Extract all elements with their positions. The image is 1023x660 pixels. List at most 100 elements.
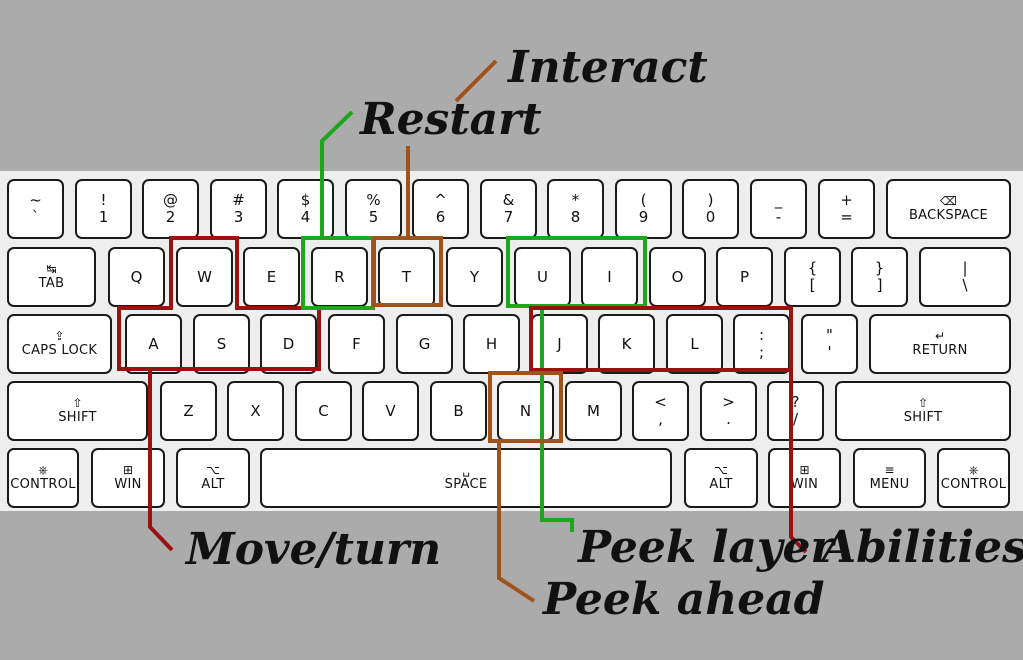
key-base-symbol: - xyxy=(775,208,782,226)
key-t[interactable]: T xyxy=(378,247,435,307)
key-1[interactable]: !1 xyxy=(75,179,132,239)
key-h[interactable]: H xyxy=(463,314,520,374)
key-label: WIN xyxy=(114,477,142,492)
restart-callout: Restart xyxy=(360,94,542,145)
key-minus[interactable]: _- xyxy=(750,179,807,239)
key-right-bracket[interactable]: }] xyxy=(851,247,908,307)
key-label: V xyxy=(385,401,396,420)
key-b[interactable]: B xyxy=(430,381,487,441)
key-base-symbol: ' xyxy=(827,343,832,361)
key-m[interactable]: M xyxy=(565,381,622,441)
key-label: N xyxy=(519,401,532,420)
key-label: C xyxy=(318,401,329,420)
key-quote[interactable]: "' xyxy=(801,314,858,374)
key-c[interactable]: C xyxy=(295,381,352,441)
key-4[interactable]: $4 xyxy=(277,179,334,239)
key-label: J xyxy=(557,334,562,353)
key-backslash[interactable]: |\ xyxy=(919,247,1011,307)
key-w[interactable]: W xyxy=(176,247,233,307)
key-label: CONTROL xyxy=(940,477,1007,492)
windows-icon: ⊞ xyxy=(122,463,134,477)
key-a[interactable]: A xyxy=(125,314,182,374)
key-space[interactable]: ␣SPACE xyxy=(260,448,672,508)
key-3[interactable]: #3 xyxy=(210,179,267,239)
key-label: SPACE xyxy=(444,477,488,492)
key-j[interactable]: J xyxy=(531,314,588,374)
key-shift-symbol: * xyxy=(571,191,580,209)
key-label: ALT xyxy=(201,477,225,492)
key-i[interactable]: I xyxy=(581,247,638,307)
windows-icon: ⊞ xyxy=(799,463,810,477)
key-label: I xyxy=(607,267,612,286)
key-base-symbol: ; xyxy=(758,343,765,361)
peek-ahead-callout: Peek ahead xyxy=(543,574,825,625)
key-slash[interactable]: ?/ xyxy=(767,381,824,441)
menu-icon: ≡ xyxy=(884,463,895,477)
alt-icon: ⌥ xyxy=(714,463,728,477)
key-5[interactable]: %5 xyxy=(345,179,402,239)
key-menu[interactable]: ≡MENU xyxy=(853,448,926,508)
key-g[interactable]: G xyxy=(396,314,453,374)
key-x[interactable]: X xyxy=(227,381,284,441)
key-shift-symbol: { xyxy=(807,259,818,277)
key-backspace[interactable]: ⌫BACKSPACE xyxy=(886,179,1011,239)
key-semicolon[interactable]: :; xyxy=(733,314,790,374)
key-return[interactable]: ↵RETURN xyxy=(869,314,1011,374)
key-alt[interactable]: ⌥ALT xyxy=(176,448,250,508)
key-l[interactable]: L xyxy=(666,314,723,374)
key-period[interactable]: >. xyxy=(700,381,757,441)
key-2[interactable]: @2 xyxy=(142,179,199,239)
key-label: BACKSPACE xyxy=(908,208,989,223)
key-shift-symbol: ! xyxy=(100,191,107,209)
shift-icon: ⇧ xyxy=(917,396,929,410)
key-base-symbol: = xyxy=(840,208,853,226)
key-k[interactable]: K xyxy=(598,314,655,374)
key-base-symbol: 9 xyxy=(638,208,649,226)
key-base-symbol: / xyxy=(792,410,799,428)
key-f[interactable]: F xyxy=(328,314,385,374)
key-backtick[interactable]: ~` xyxy=(7,179,64,239)
key-shift[interactable]: ⇧SHIFT xyxy=(835,381,1011,441)
key-alt[interactable]: ⌥ALT xyxy=(684,448,758,508)
key-label: G xyxy=(418,334,431,353)
key-base-symbol: 2 xyxy=(165,208,176,226)
key-p[interactable]: P xyxy=(716,247,773,307)
key-label: SHIFT xyxy=(903,410,943,425)
key-tab[interactable]: ↹TAB xyxy=(7,247,96,307)
key-label: R xyxy=(334,267,345,286)
key-z[interactable]: Z xyxy=(160,381,217,441)
key-o[interactable]: O xyxy=(649,247,706,307)
key-y[interactable]: Y xyxy=(446,247,503,307)
key-0[interactable]: )0 xyxy=(682,179,739,239)
key-n[interactable]: N xyxy=(497,381,554,441)
key-label: W xyxy=(197,267,212,286)
key-label: T xyxy=(401,267,412,286)
key-q[interactable]: Q xyxy=(108,247,165,307)
key-label: RETURN xyxy=(912,343,968,358)
key-left-bracket[interactable]: {[ xyxy=(784,247,841,307)
key-s[interactable]: S xyxy=(193,314,250,374)
key-caps-lock[interactable]: ⇪CAPS LOCK xyxy=(7,314,112,374)
key-label: B xyxy=(453,401,464,420)
key-shift-symbol: < xyxy=(654,393,667,411)
key-7[interactable]: &7 xyxy=(480,179,537,239)
key-9[interactable]: (9 xyxy=(615,179,672,239)
key-shift[interactable]: ⇧SHIFT xyxy=(7,381,148,441)
key-e[interactable]: E xyxy=(243,247,300,307)
key-control[interactable]: ⎈CONTROL xyxy=(937,448,1010,508)
key-u[interactable]: U xyxy=(514,247,571,307)
key-control[interactable]: ⎈CONTROL xyxy=(7,448,79,508)
key-win[interactable]: ⊞WIN xyxy=(768,448,841,508)
key-d[interactable]: D xyxy=(260,314,317,374)
key-8[interactable]: *8 xyxy=(547,179,604,239)
key-shift-symbol: ( xyxy=(640,191,647,209)
key-r[interactable]: R xyxy=(311,247,368,307)
key-equals[interactable]: += xyxy=(818,179,875,239)
key-shift-symbol: ~ xyxy=(29,191,42,209)
key-comma[interactable]: <, xyxy=(632,381,689,441)
key-label: WIN xyxy=(790,477,819,492)
key-win[interactable]: ⊞WIN xyxy=(91,448,165,508)
key-v[interactable]: V xyxy=(362,381,419,441)
key-label: SHIFT xyxy=(58,410,97,425)
key-6[interactable]: ^6 xyxy=(412,179,469,239)
